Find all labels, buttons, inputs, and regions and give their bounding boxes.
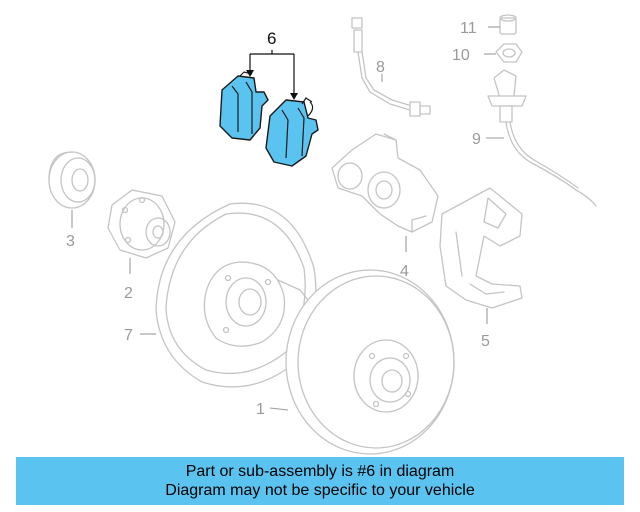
callout-9[interactable]: 9 [472, 131, 481, 148]
part-3-bearing[interactable] [48, 151, 96, 209]
part-6-brake-pads[interactable] [219, 71, 319, 167]
part-7-backing-plate[interactable] [155, 202, 317, 388]
callout-1[interactable]: 1 [256, 401, 265, 418]
part-4-knuckle[interactable] [331, 133, 439, 233]
part-8-brake-hose[interactable] [351, 17, 431, 117]
callout-8[interactable]: 8 [376, 59, 385, 76]
callout-6[interactable]: 6 [267, 29, 276, 48]
callout-6-leader [246, 50, 298, 100]
part-2-hub[interactable] [107, 189, 176, 259]
part-11-cap[interactable] [499, 14, 517, 35]
callout-4[interactable]: 4 [400, 263, 409, 280]
callout-3[interactable]: 3 [66, 233, 75, 250]
info-banner: Part or sub-assembly is #6 in diagram Di… [16, 457, 624, 505]
banner-line-2: Diagram may not be specific to your vehi… [165, 482, 475, 499]
callout-5[interactable]: 5 [481, 333, 490, 350]
callout-11[interactable]: 11 [460, 20, 477, 37]
callout-7[interactable]: 7 [124, 327, 133, 344]
part-1-rotor[interactable] [285, 269, 455, 455]
callout-2[interactable]: 2 [124, 285, 133, 302]
callout-10[interactable]: 10 [452, 47, 470, 64]
part-10-nut[interactable] [495, 43, 523, 63]
part-9-abs-sensor[interactable] [487, 69, 597, 207]
part-5-caliper-bracket[interactable] [439, 187, 523, 309]
banner-line-1: Part or sub-assembly is #6 in diagram [185, 463, 455, 480]
